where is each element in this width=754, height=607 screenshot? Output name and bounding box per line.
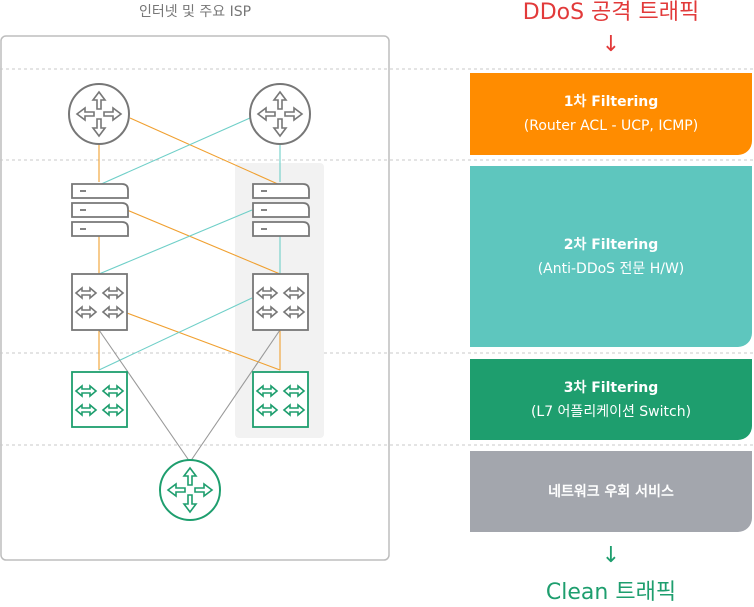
l7-switch-icon xyxy=(71,371,128,428)
isp-boundary-box xyxy=(0,35,390,561)
clean-traffic-title: Clean 트래픽 xyxy=(545,580,677,605)
stage-subtitle: (L7 어플리케이션 Switch) xyxy=(530,403,692,420)
stage-2-filtering: 2차 Filtering (Anti-DDoS 전문 H/W) xyxy=(470,166,752,347)
attack-traffic-title: DDoS 공격 트래픽 xyxy=(522,0,700,25)
stage-3-filtering: 3차 Filtering (L7 어플리케이션 Switch) xyxy=(470,359,752,440)
stage-title: 2차 Filtering xyxy=(563,236,659,253)
switch-icon xyxy=(252,273,309,331)
server-stack-icon xyxy=(252,183,310,237)
stage-network-bypass: 네트워크 우회 서비스 xyxy=(470,451,752,532)
down-arrow-icon: ↓ xyxy=(601,543,621,568)
connections xyxy=(98,117,281,463)
stage-title: 1차 Filtering xyxy=(563,94,659,110)
router-icon xyxy=(68,83,130,145)
router-icon xyxy=(249,83,311,145)
isp-label: 인터넷 및 주요 ISP xyxy=(138,4,252,20)
l7-switch-icon xyxy=(252,371,309,428)
core-router-icon xyxy=(159,459,221,521)
stage-subtitle: (Anti-DDoS 전문 H/W) xyxy=(537,260,685,277)
stage-title: 네트워크 우회 서비스 xyxy=(548,483,674,500)
stage-subtitle: (Router ACL - UCP, ICMP) xyxy=(523,118,699,134)
server-stack-icon xyxy=(71,183,129,237)
stage-1-filtering: 1차 Filtering (Router ACL - UCP, ICMP) xyxy=(470,73,752,155)
stage-title: 3차 Filtering xyxy=(563,379,659,396)
down-arrow-icon: ↓ xyxy=(601,32,621,57)
switch-icon xyxy=(71,273,128,331)
